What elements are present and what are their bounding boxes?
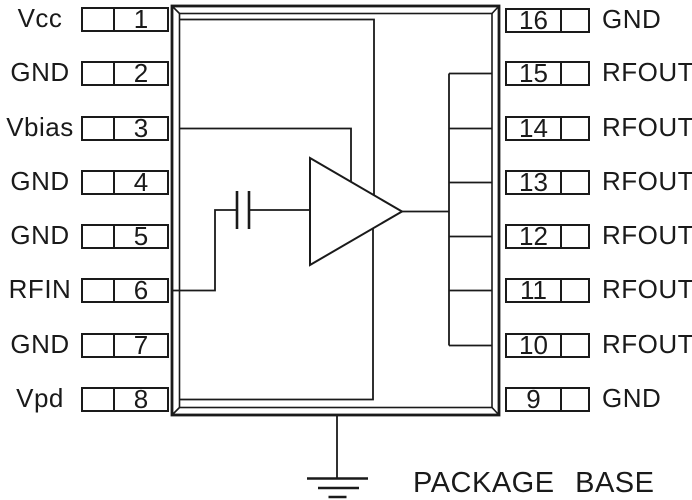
pin-left-6: RFIN 6 — [0, 274, 692, 305]
pin-box: 5 — [81, 221, 169, 251]
pin-box: 13 — [505, 167, 590, 197]
pin-right-16: 16 GND — [0, 4, 692, 35]
pin-left-3: Vbias 3 — [0, 112, 692, 143]
pin-box-divider — [560, 118, 562, 139]
rfin-wire — [172, 209, 236, 292]
pin-box: 10 — [505, 330, 590, 360]
pin-label: GND — [602, 4, 662, 34]
pin-right-14: 14 RFOUT — [0, 112, 692, 143]
pin-label: RFOUT — [602, 329, 692, 359]
pin-number: 2 — [133, 58, 149, 88]
vbias-wire — [179, 127, 352, 182]
package-base-label: PACKAGE BASE — [413, 467, 655, 499]
pin-box: 16 — [505, 5, 590, 35]
vcc-wire — [179, 18, 375, 196]
pin-label: RFOUT — [602, 57, 692, 87]
pin-box: 11 — [505, 275, 590, 305]
pin-number: 13 — [519, 167, 548, 197]
pin-right-13: 13 RFOUT — [0, 166, 692, 197]
pin-label: RFIN — [8, 274, 72, 304]
pin-box: 12 — [505, 221, 590, 251]
pin-box-divider — [113, 280, 115, 301]
pin-box-divider — [113, 118, 115, 139]
pin-number: 15 — [519, 58, 548, 88]
amplifier-icon — [309, 156, 404, 267]
pin-number: 3 — [133, 113, 149, 143]
pin-box-divider — [560, 335, 562, 356]
pin-label: RFOUT — [602, 220, 692, 250]
pin-box-divider — [113, 172, 115, 193]
pin-number: 6 — [133, 275, 149, 305]
pin-box-divider — [113, 226, 115, 247]
pin-number: 1 — [133, 4, 149, 34]
pin-left-5: GND 5 — [0, 220, 692, 251]
pin-number: 16 — [519, 5, 548, 35]
pin-label: Vpd — [16, 383, 64, 413]
pin-box: 6 — [81, 275, 169, 305]
pin-number: 8 — [133, 384, 149, 414]
pin-box: 7 — [81, 330, 169, 360]
pin-box-divider — [113, 389, 115, 410]
pin-number: 9 — [526, 384, 541, 414]
capacitor-icon — [235, 191, 251, 229]
pin-label: GND — [10, 57, 70, 87]
pin-label: RFOUT — [602, 112, 692, 142]
pin-label: Vbias — [6, 112, 74, 142]
pin-number: 12 — [519, 221, 548, 251]
pin-right-15: 15 RFOUT — [0, 57, 692, 88]
pin-label: RFOUT — [602, 166, 692, 196]
pin-right-12: 12 RFOUT — [0, 220, 692, 251]
pin-label: RFOUT — [602, 274, 692, 304]
pin-left-4: GND 4 — [0, 166, 692, 197]
pin-number: 14 — [519, 113, 548, 143]
pin-box: 8 — [81, 384, 169, 414]
vpd-wire — [179, 228, 374, 401]
pin-box-divider — [560, 63, 562, 84]
pin-box: 1 — [81, 4, 169, 34]
pin-box-divider — [560, 10, 562, 31]
pin-box: 4 — [81, 167, 169, 197]
pin-left-2: GND 2 — [0, 57, 692, 88]
pin-label: Vcc — [17, 3, 63, 33]
pin-label: GND — [602, 383, 662, 413]
package-outline — [170, 4, 501, 417]
pin-right-10: 10 RFOUT — [0, 329, 692, 360]
pin-label: GND — [10, 166, 70, 196]
pin-number: 7 — [133, 330, 149, 360]
pin-number: 11 — [520, 275, 547, 305]
pin-box-divider — [113, 63, 115, 84]
pin-box: 2 — [81, 58, 169, 88]
rfout-bus — [448, 72, 492, 347]
pin-box: 3 — [81, 113, 169, 143]
pin-right-11: 11 RFOUT — [0, 274, 692, 305]
pin-box-divider — [113, 9, 115, 30]
pin-number: 10 — [519, 330, 548, 360]
pin-right-9: 9 GND — [0, 383, 692, 414]
pin-left-1: Vcc 1 — [0, 3, 692, 34]
pin-box: 15 — [505, 58, 590, 88]
pin-box-divider — [560, 172, 562, 193]
pin-number: 5 — [133, 221, 149, 251]
pin-left-7: GND 7 — [0, 329, 692, 360]
pin-left-8: Vpd 8 — [0, 383, 692, 414]
pin-label: GND — [10, 220, 70, 250]
pin-box: 14 — [505, 113, 590, 143]
pin-box: 9 — [505, 384, 590, 414]
pin-box-divider — [560, 280, 562, 301]
pin-label: GND — [10, 329, 70, 359]
pin-box-divider — [560, 389, 562, 410]
pin-number: 4 — [133, 167, 149, 197]
pin-box-divider — [560, 226, 562, 247]
pin-box-divider — [113, 335, 115, 356]
ground-icon — [307, 416, 368, 499]
